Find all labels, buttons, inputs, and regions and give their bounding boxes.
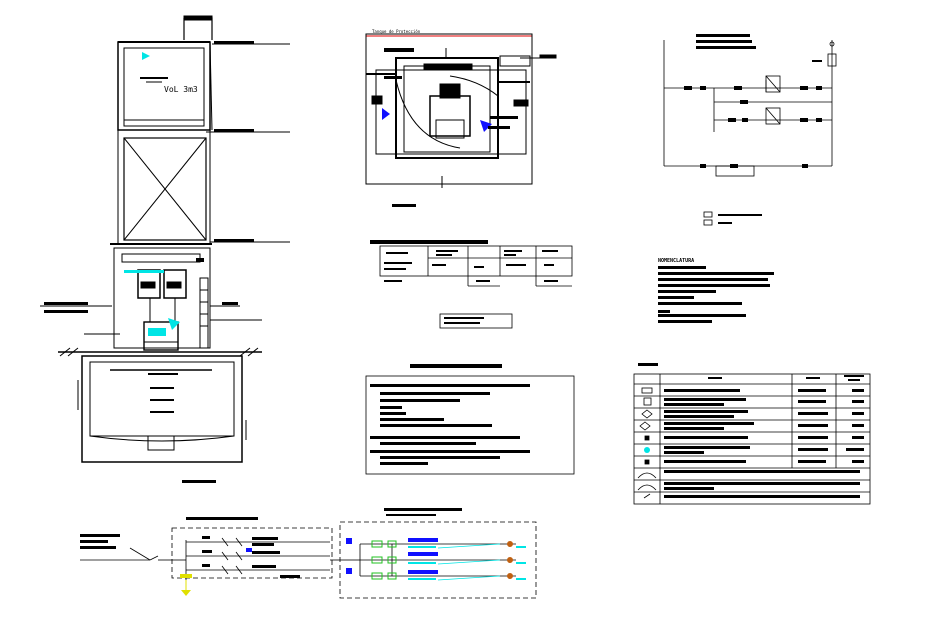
- single-line-diagram-text-bars: [80, 534, 300, 578]
- single-line-diagram: [80, 517, 346, 590]
- equipment-table-text-bars: [384, 250, 558, 282]
- control-circuit-legend: [703, 211, 762, 226]
- single-line-diagram-color-marks: [180, 548, 252, 596]
- nomenclature-title: NOMENCLATURA: [658, 258, 694, 264]
- panel-diagram-color-marks: [346, 538, 526, 581]
- symbols-table: [633, 363, 871, 505]
- small-note-box: [439, 313, 513, 329]
- plan-view-label-bars: [384, 48, 518, 207]
- nomenclature-block: NOMENCLATURA: [658, 258, 774, 323]
- panel-diagram: [339, 508, 537, 599]
- tank-color-marks: [124, 52, 204, 336]
- symbols-table-cyan-marker: [644, 447, 650, 453]
- tank-section-label-bars: [44, 41, 254, 483]
- tank-volume-label: VoL 3m3: [164, 85, 198, 94]
- symbols-table-text-bars: [664, 375, 864, 498]
- plan-red-title: Tanque de Protección: [372, 29, 421, 34]
- control-circuit-contacts: [684, 34, 822, 168]
- control-circuit-diagram: [663, 40, 837, 177]
- tank-elevation-section: [40, 15, 290, 463]
- specifications-box: [365, 364, 575, 475]
- equipment-table: [370, 240, 573, 287]
- plan-view: [365, 33, 557, 188]
